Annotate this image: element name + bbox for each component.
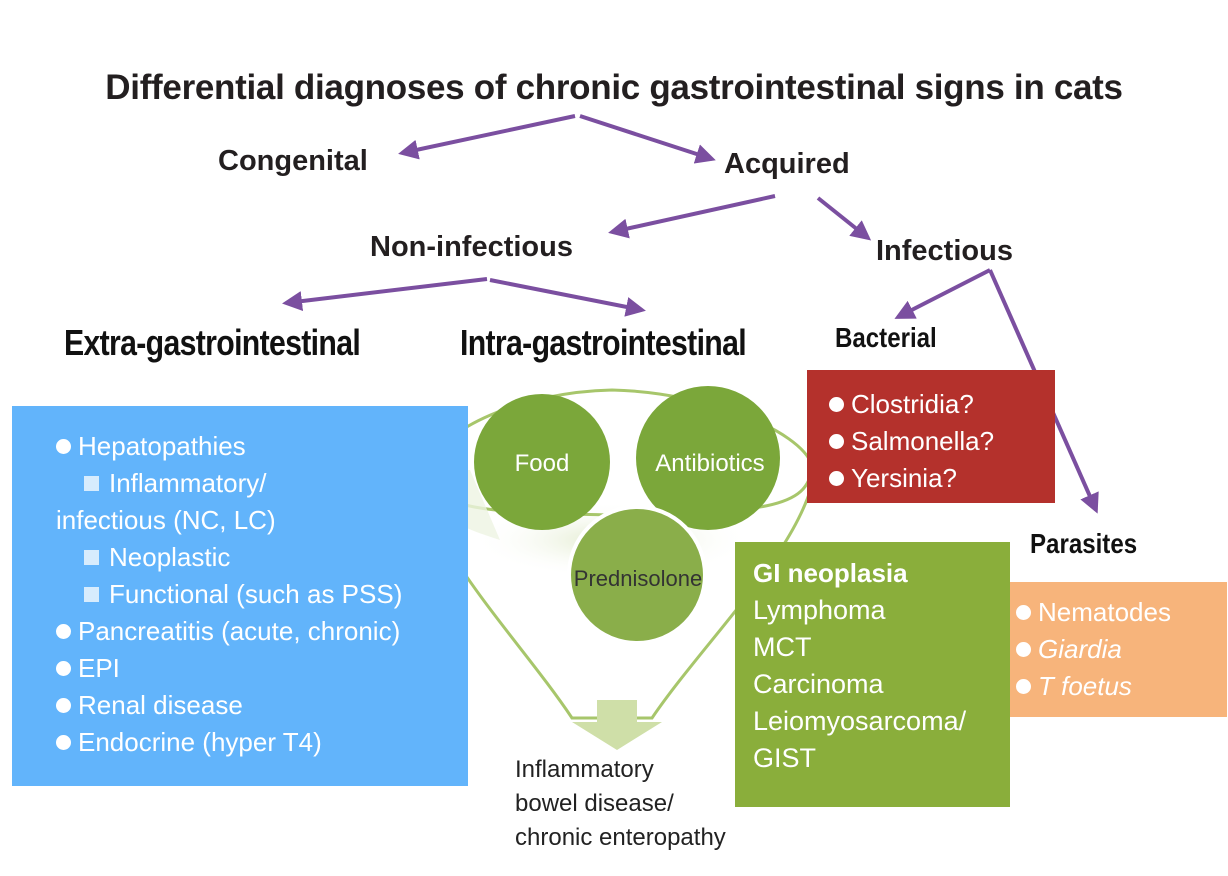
arrow-to-acquired	[579, 114, 716, 164]
list-item: Lymphoma	[753, 595, 886, 625]
antibiotics-circle	[636, 386, 780, 530]
arrow-to-infectious	[816, 196, 872, 241]
arrow-to-congenital	[398, 114, 576, 160]
bullet-dot-icon	[829, 397, 844, 412]
list-item: Pancreatitis (acute, chronic)	[56, 613, 468, 650]
food-label: Food	[515, 450, 570, 477]
bullet-dot-icon	[56, 439, 71, 454]
extra-gi-heading: Extra-gastrointestinal	[64, 322, 361, 363]
bullet-dot-icon	[829, 434, 844, 449]
acquired-label: Acquired	[724, 148, 850, 180]
bacterial-heading: Bacterial	[835, 322, 937, 353]
list-item: Neoplastic	[56, 539, 468, 576]
intra-gi-heading: Intra-gastrointestinal	[460, 322, 747, 363]
list-item: EPI	[56, 650, 468, 687]
bullet-square-icon	[84, 476, 99, 491]
ibd-line: chronic enteropathy	[515, 824, 726, 851]
extra-gi-box: Hepatopathies Inflammatory/ infectious (…	[12, 406, 468, 786]
list-item: infectious (NC, LC)	[56, 505, 276, 535]
list-item: Endocrine (hyper T4)	[56, 724, 468, 761]
bullet-dot-icon	[56, 698, 71, 713]
ibd-result-text: Inflammatory bowel disease/ chronic ente…	[515, 753, 726, 855]
prednisolone-circle	[567, 505, 707, 645]
bullet-dot-icon	[56, 624, 71, 639]
ibd-line: bowel disease/	[515, 790, 674, 817]
bullet-square-icon	[84, 587, 99, 602]
bullet-dot-icon	[1016, 642, 1031, 657]
prednisolone-label: Prednisolone	[574, 566, 702, 591]
arrow-to-non-infectious	[608, 194, 776, 239]
list-item: GIST	[753, 743, 817, 773]
diagram-title: Differential diagnoses of chronic gastro…	[105, 68, 1123, 107]
bullet-dot-icon	[1016, 605, 1031, 620]
parasites-box: Nematodes Giardia T foetus	[1010, 582, 1227, 717]
list-item: Clostridia?	[829, 386, 1055, 423]
list-item: Carcinoma	[753, 669, 884, 699]
list-item: Yersinia?	[829, 460, 1055, 497]
bacterial-box: Clostridia? Salmonella? Yersinia?	[807, 370, 1055, 503]
list-item: Nematodes	[1016, 594, 1227, 631]
bullet-dot-icon	[56, 661, 71, 676]
list-item: Leiomyosarcoma/	[753, 706, 967, 736]
infectious-label: Infectious	[876, 235, 1013, 267]
bullet-square-icon	[84, 550, 99, 565]
arrow-to-extra-gi	[282, 277, 488, 312]
antibiotics-label: Antibiotics	[655, 450, 764, 477]
non-infectious-label: Non-infectious	[370, 231, 573, 263]
list-item: Functional (such as PSS)	[56, 576, 468, 613]
list-item: Salmonella?	[829, 423, 1055, 460]
list-item: Renal disease	[56, 687, 468, 724]
arrow-to-bacterial	[894, 268, 991, 319]
bullet-dot-icon	[1016, 679, 1031, 694]
list-item: Inflammatory/	[56, 465, 468, 502]
congenital-label: Congenital	[218, 145, 368, 177]
list-item: Giardia	[1016, 631, 1227, 668]
list-item: Hepatopathies	[56, 428, 468, 465]
ibd-line: Inflammatory	[515, 756, 654, 783]
parasites-heading: Parasites	[1030, 528, 1138, 559]
gi-neoplasia-box: GI neoplasia Lymphoma MCT Carcinoma Leio…	[735, 542, 1010, 807]
list-item: MCT	[753, 632, 812, 662]
list-item: T foetus	[1016, 668, 1227, 705]
arrow-to-intra-gi	[489, 278, 646, 317]
food-circle	[474, 394, 610, 530]
funnel-down-arrow	[572, 700, 662, 750]
bullet-dot-icon	[829, 471, 844, 486]
bullet-dot-icon	[56, 735, 71, 750]
gi-neoplasia-title: GI neoplasia	[753, 558, 908, 588]
